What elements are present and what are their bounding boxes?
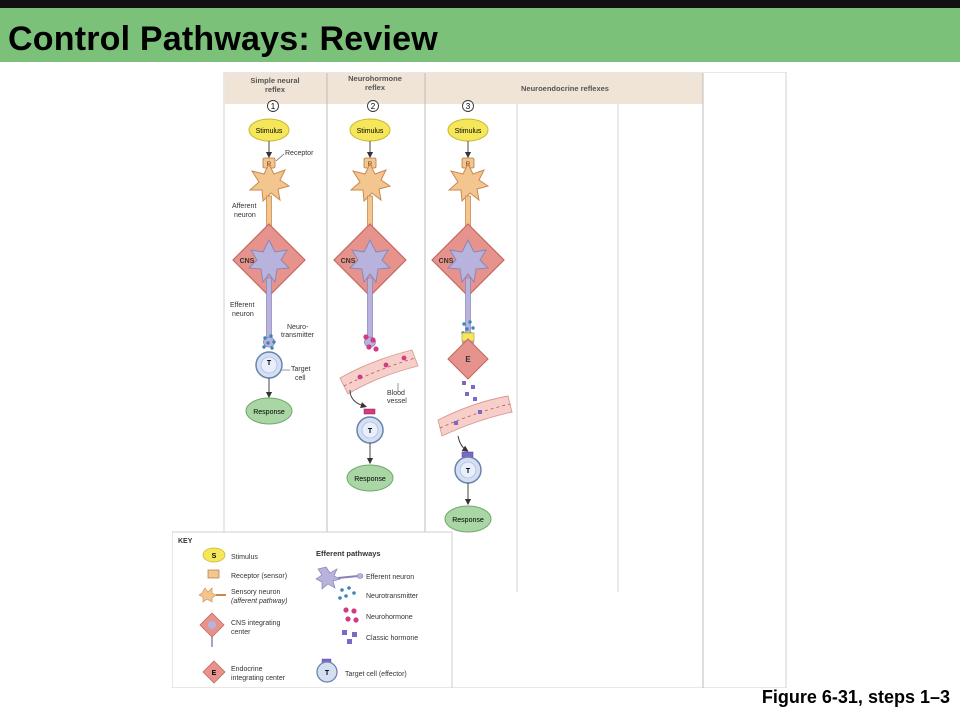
key-receptor-symbol — [207, 569, 220, 579]
key-endocrine-symbol — [202, 660, 226, 684]
afferent-callout-line2: neuron — [234, 212, 256, 219]
key-sensory-label-line1: Sensory neuron — [231, 589, 281, 596]
endocrine-cell — [447, 338, 489, 380]
figure-caption: Figure 6-31, steps 1–3 — [761, 687, 950, 707]
step-3-number: 3 — [466, 102, 471, 111]
column-2-heading-line2: reflex — [365, 83, 386, 92]
blood-vessel-callout-line1: Blood — [387, 390, 405, 397]
column-3-heading-line1: Neuroendocrine reflexes — [521, 84, 609, 93]
key-stimulus-symbol — [202, 547, 226, 563]
key-legend: KEY S Stimulus Receptor (sensor) Sensory… — [172, 531, 453, 688]
step-1-number: 1 — [271, 102, 276, 111]
key-endocrine-label-line1: Endocrine — [231, 666, 263, 673]
control-pathways-diagram: Simple neural reflex Neurohormone reflex… — [172, 72, 787, 688]
key-neurohormone-symbol — [343, 607, 359, 623]
neurotransmitter-callout-line2: transmitter — [281, 332, 315, 339]
column-1-heading-line1: Simple neural — [250, 76, 299, 85]
key-title: KEY — [178, 538, 193, 545]
cns-label: CNS — [240, 258, 255, 265]
slide-title: Control Pathways: Review — [8, 20, 438, 58]
key-target-symbol — [316, 661, 338, 683]
key-receptor-label: Receptor (sensor) — [231, 573, 287, 580]
pathway-neurohormone-reflex: Stimulus R CNS Blood vessel T Response — [333, 118, 419, 492]
cns-label: CNS — [439, 258, 454, 265]
key-stimulus-letter: S — [212, 553, 217, 560]
key-target-cell-label: Target cell (effector) — [345, 671, 407, 678]
response-label: Response — [354, 476, 386, 483]
key-efferent-title: Efferent pathways — [316, 549, 381, 558]
neurohormone-dots — [363, 334, 379, 352]
key-endocrine-letter: E — [212, 670, 217, 677]
key-neurohormone-label: Neurohormone — [366, 614, 413, 621]
column-2-heading-line1: Neurohormone — [348, 74, 402, 83]
key-efferent-neuron-label: Efferent neuron — [366, 574, 414, 581]
response-label: Response — [452, 517, 484, 524]
key-cns-label-line1: CNS integrating — [231, 620, 281, 627]
key-classic-hormone-symbol — [342, 630, 357, 644]
response-label: Response — [253, 409, 285, 416]
classic-hormone-squares — [462, 381, 477, 401]
stimulus-label: Stimulus — [256, 128, 283, 135]
step-2-marker — [367, 100, 379, 112]
key-efferent-symbol — [315, 566, 341, 590]
response-oval — [346, 464, 394, 492]
efferent-callout-line1: Efferent — [230, 302, 254, 309]
response-oval — [444, 505, 492, 533]
step-2-number: 2 — [371, 102, 376, 111]
key-classic-hormone-label: Classic hormone — [366, 635, 418, 642]
top-dark-bar — [0, 0, 960, 8]
neurotransmitter-callout-line1: Neuro- — [287, 324, 309, 331]
key-sensory-label-line2: (afferent pathway) — [231, 598, 287, 605]
step-3-marker — [462, 100, 474, 112]
target-callout-line1: Target — [291, 366, 311, 373]
key-target-letter: T — [325, 670, 330, 677]
blood-vessel — [339, 349, 419, 395]
key-cns-label-line2: center — [231, 629, 251, 636]
target-letter: T — [368, 428, 373, 435]
key-neurotransmitter-symbol — [338, 586, 356, 600]
cns-label: CNS — [341, 258, 356, 265]
key-stimulus-label: Stimulus — [231, 554, 258, 561]
step-1-marker — [267, 100, 279, 112]
header-band — [225, 73, 703, 104]
efferent-callout-line2: neuron — [232, 311, 254, 318]
target-callout-line2: cell — [295, 375, 306, 382]
figure-panel: Simple neural reflex Neurohormone reflex… — [172, 72, 788, 688]
stimulus-label: Stimulus — [455, 128, 482, 135]
blood-vessel-callout-line2: vessel — [387, 398, 407, 405]
key-sensory-symbol — [198, 587, 217, 603]
stimulus-label: Stimulus — [357, 128, 384, 135]
afferent-callout-line1: Afferent — [232, 203, 256, 210]
title-bar: Control Pathways: Review — [0, 8, 960, 62]
endocrine-letter: E — [465, 355, 471, 364]
key-endocrine-label-line2: integrating center — [231, 675, 286, 682]
target-letter: T — [267, 360, 272, 367]
pathway-simple-neural-reflex: Stimulus R CNS T Response Receptor Affer… — [230, 118, 315, 425]
receptor-callout: Receptor — [285, 150, 314, 157]
target-letter: T — [466, 468, 471, 475]
pathway-neuroendocrine-reflex: Stimulus R CNS E T Response — [431, 118, 513, 533]
response-oval — [245, 397, 293, 425]
column-1-heading-line2: reflex — [265, 85, 286, 94]
blood-vessel — [437, 395, 513, 437]
key-neurotransmitter-label: Neurotransmitter — [366, 593, 419, 600]
